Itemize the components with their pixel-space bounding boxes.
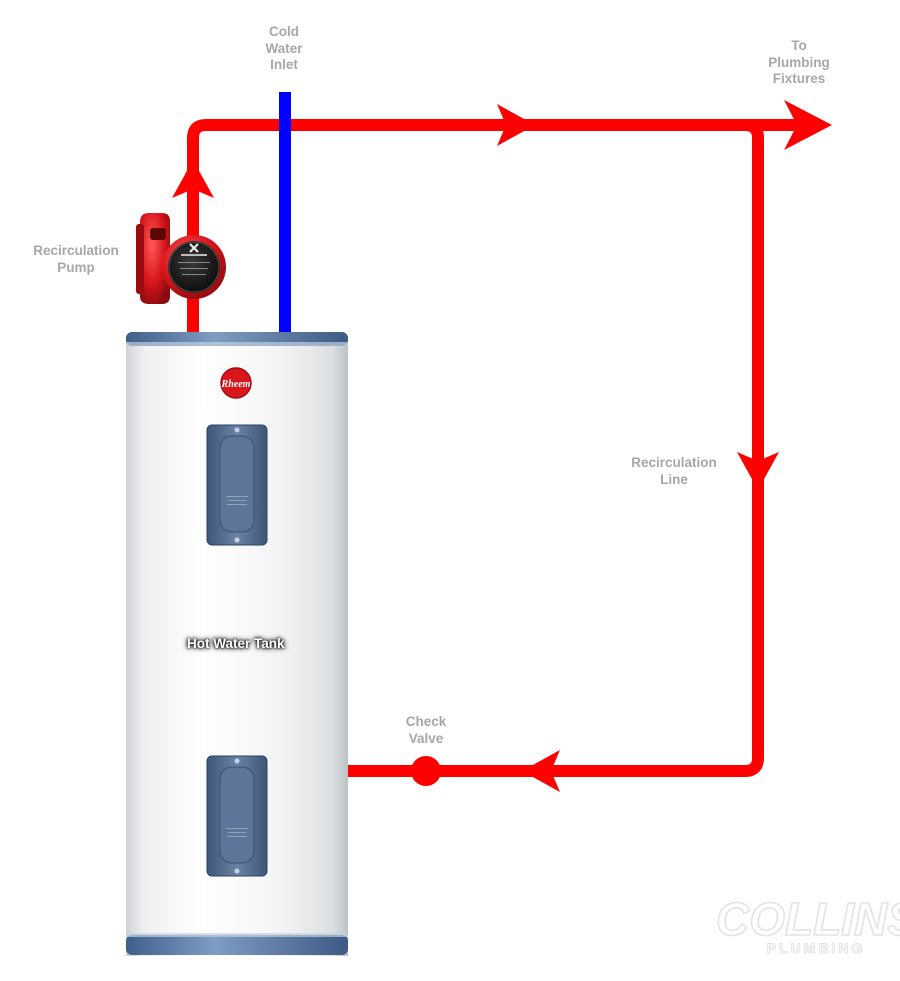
to-plumbing-fixtures-label: To Plumbing Fixtures: [768, 38, 830, 86]
circle-valve-icon: [411, 756, 441, 786]
upper-access-panel: [206, 424, 268, 546]
collins-plumbing-watermark: COLLINS PLUMBING: [715, 892, 900, 956]
recirculation-pump-label: Recirculation Pump: [33, 243, 119, 275]
rheem-logo: Rheem: [220, 367, 252, 399]
arrow-icon: [522, 750, 560, 792]
arrow-icon: [737, 452, 779, 490]
recirculation-line-label: Recirculation Line: [631, 455, 717, 487]
lower-access-panel: [206, 755, 268, 877]
check-valve-label: Check Valve: [405, 714, 447, 746]
cold-water-inlet-label: Cold Water Inlet: [265, 24, 303, 72]
hot-water-tank: Rheem: [126, 332, 348, 956]
hot-water-tank-label: Hot Water Tank: [187, 636, 285, 651]
watermark-bottom-text: PLUMBING: [767, 940, 866, 956]
hot-supply-line: [187, 119, 806, 344]
circulator-pump-icon: [136, 213, 226, 304]
rheem-logo-text: Rheem: [221, 379, 251, 390]
hot-water-loop: [187, 119, 806, 777]
watermark-top-text: COLLINS: [716, 893, 900, 945]
arrow-icon: [172, 160, 214, 198]
recirculation-return-line: [341, 119, 764, 777]
arrow-icon: [497, 104, 535, 146]
arrow-icon: [784, 100, 832, 150]
